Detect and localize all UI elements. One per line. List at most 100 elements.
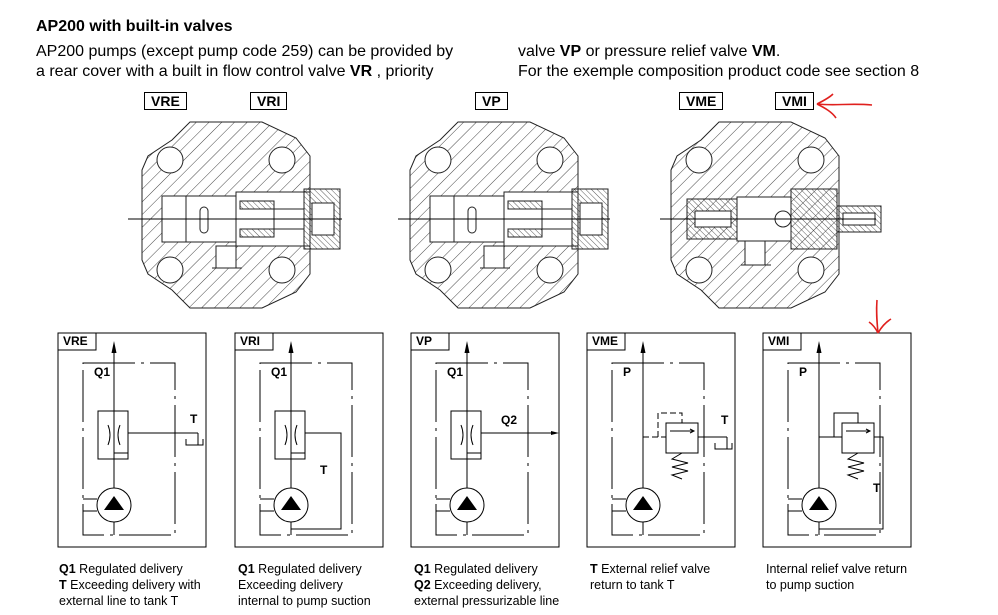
caption-line: T External relief valve — [590, 562, 711, 576]
schematic-tag-box — [410, 332, 450, 351]
caption-line: Exceeding delivery — [238, 578, 343, 592]
pump-triangle — [457, 496, 477, 510]
arrow-up-icon — [816, 341, 822, 353]
caption-line: T Exceeding delivery with — [59, 578, 201, 592]
orifice-icon — [460, 424, 464, 446]
bolt-hole — [268, 256, 296, 284]
vm-cover — [660, 121, 882, 309]
relief-valve — [841, 422, 875, 454]
envelope — [82, 362, 176, 536]
caption-vmi: Internal relief valve return to pump suct… — [766, 561, 907, 593]
schematic-tag-box — [57, 332, 97, 351]
annotation-arrow-schematic — [868, 299, 892, 334]
orifice-icon — [107, 424, 111, 446]
schematic-tag-box — [762, 332, 802, 351]
bolt-hole — [268, 146, 296, 174]
caption-line: Q1 Regulated delivery — [59, 562, 183, 576]
port-label-side: T — [721, 413, 729, 427]
flow-control-valve — [450, 410, 482, 460]
flow-control-valve — [274, 410, 306, 460]
tag-vre: VRE — [144, 92, 187, 110]
bolt-hole — [685, 256, 713, 284]
schematic-tag: VRI — [240, 334, 261, 348]
bolt-hole — [424, 146, 452, 174]
caption-line: Q1 Regulated delivery — [238, 562, 362, 576]
vr-cover — [128, 121, 342, 309]
schematic-frame — [586, 332, 736, 548]
caption-line: return to tank T — [590, 578, 675, 592]
intro-left: AP200 pumps (except pump code 259) can b… — [36, 42, 453, 82]
bolt-hole — [156, 146, 184, 174]
schematic-vme — [586, 332, 736, 548]
bolt-hole — [424, 256, 452, 284]
envelope — [435, 362, 529, 536]
schematic-frame — [410, 332, 560, 548]
arrow-right-icon — [551, 431, 559, 435]
return-line — [291, 432, 342, 530]
tag-vmi: VMI — [775, 92, 814, 110]
schematic-tag: VRE — [63, 334, 88, 348]
pump-triangle — [809, 496, 829, 510]
bolt-hole — [797, 256, 825, 284]
vp-cover — [398, 121, 610, 309]
bolt-hole — [685, 146, 713, 174]
schematic-tag-box — [234, 332, 274, 351]
intro-left-line2: a rear cover with a built in flow contro… — [36, 63, 434, 80]
arrow-up-icon — [288, 341, 294, 353]
caption-vme: T External relief valve return to tank T — [590, 561, 710, 593]
schematic-tag: VMI — [768, 334, 790, 348]
arrow-up-icon — [464, 341, 470, 353]
port-label-top: P — [623, 365, 632, 379]
caption-vp: Q1 Regulated delivery Q2 Exceeding delive… — [414, 561, 559, 609]
port-stub — [215, 245, 237, 269]
envelope — [611, 362, 705, 536]
intro-right-line2: For the exemple composition product code… — [518, 63, 920, 80]
schematic-tag: VME — [592, 334, 619, 348]
port-label-top: Q1 — [94, 365, 111, 379]
pilot-line — [643, 412, 683, 438]
intro-left-line1: AP200 pumps (except pump code 259) can b… — [36, 43, 454, 60]
bolt-hole — [797, 146, 825, 174]
spring-icon — [670, 452, 689, 480]
tank-icon — [714, 437, 733, 450]
tank-icon — [185, 433, 204, 446]
page-heading: AP200 with built-in valves — [36, 18, 233, 35]
caption-line: to pump suction — [766, 578, 855, 592]
pilot-line — [819, 412, 859, 438]
tag-vri: VRI — [250, 92, 288, 110]
bolt-hole — [536, 256, 564, 284]
schematic-tag: VP — [416, 334, 433, 348]
annotation-arrow-top — [816, 93, 873, 119]
relief-valve — [665, 422, 699, 454]
caption-line: Q1 Regulated delivery — [414, 562, 538, 576]
schematic-vmi — [762, 332, 912, 548]
bolt-hole — [156, 256, 184, 284]
caption-vre: Q1 Regulated delivery T Exceeding deliver… — [59, 561, 201, 609]
caption-line: Q2 Exceeding delivery, — [414, 578, 542, 592]
schematic-frame — [234, 332, 384, 548]
schematic-vp — [410, 332, 560, 548]
port-label-top: P — [799, 365, 808, 379]
port-label-top: Q1 — [447, 365, 464, 379]
pump-triangle — [281, 496, 301, 510]
port-label-side: Q2 — [501, 413, 518, 427]
caption-line: Internal relief valve return — [766, 562, 908, 576]
pump-triangle — [104, 496, 124, 510]
tag-vp: VP — [475, 92, 508, 110]
schematic-frame — [57, 332, 207, 548]
caption-line: external line to tank T — [59, 594, 179, 608]
port-label-side: T — [320, 463, 328, 477]
arrow-up-icon — [640, 341, 646, 353]
port-stub — [483, 245, 505, 269]
caption-line: external pressurizable line — [414, 594, 560, 608]
caption-line: internal to pump suction — [238, 594, 371, 608]
schematic-frame — [762, 332, 912, 548]
intro-right: valve VP or pressure relief valve VM. Fo… — [518, 42, 919, 82]
flow-control-valve — [97, 410, 129, 460]
spring-icon — [846, 452, 865, 480]
return-line — [819, 436, 884, 530]
schematic-vre — [57, 332, 207, 548]
tag-vme: VME — [679, 92, 724, 110]
schematic-tag-box — [586, 332, 626, 351]
